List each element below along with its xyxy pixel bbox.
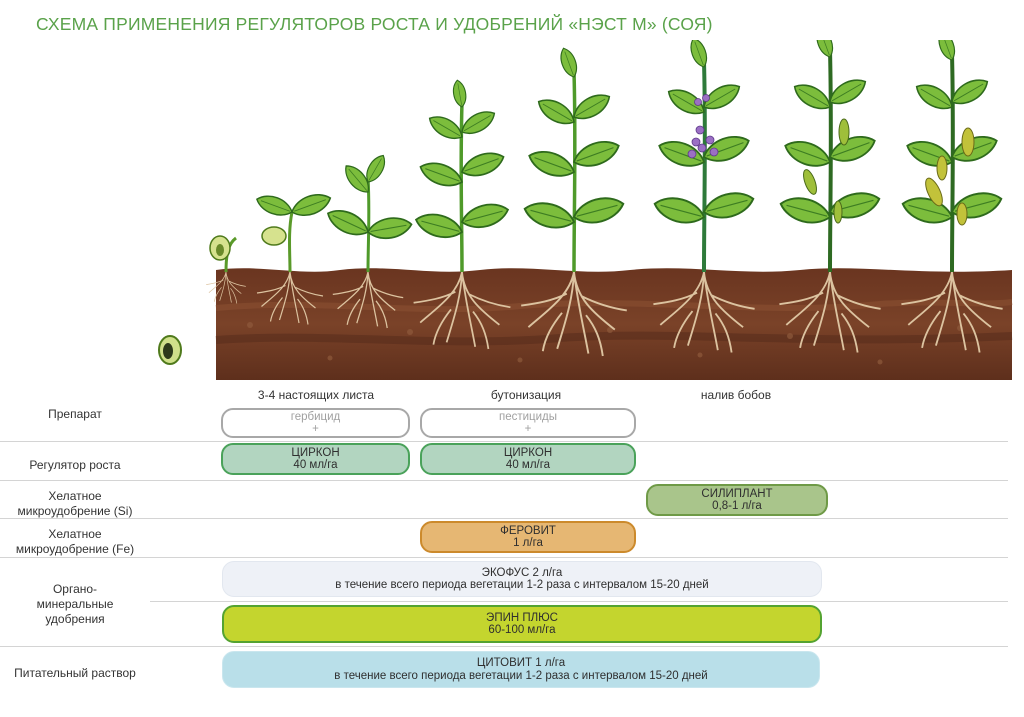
page-title: СХЕМА ПРИМЕНЕНИЯ РЕГУЛЯТОРОВ РОСТА И УДО… bbox=[36, 14, 713, 35]
citovit-schedule: в течение всего периода вегетации 1-2 ра… bbox=[334, 670, 707, 683]
herbicide-label: гербицид bbox=[291, 411, 340, 424]
ekofus-schedule: в течение всего периода вегетации 1-2 ра… bbox=[335, 579, 708, 592]
divider bbox=[0, 480, 1008, 481]
siliplant-pill: СИЛИПЛАНТ 0,8-1 л/га bbox=[646, 484, 828, 516]
siliplant-name: СИЛИПЛАНТ bbox=[701, 488, 772, 501]
ferovit-name: ФЕРОВИТ bbox=[500, 525, 556, 538]
pesticide-plus: + bbox=[525, 423, 532, 436]
herbicide-pill: гербицид + bbox=[221, 408, 410, 438]
divider bbox=[0, 441, 1008, 442]
stage-label-pod-filling: налив бобов bbox=[636, 388, 836, 402]
ekofus-pill: ЭКОФУС 2 л/га в течение всего периода ве… bbox=[222, 561, 822, 597]
zircon-name: ЦИРКОН bbox=[504, 447, 552, 460]
row-label-preparation: Препарат bbox=[0, 407, 150, 422]
ferovit-pill: ФЕРОВИТ 1 л/га bbox=[420, 521, 636, 553]
pesticide-label: пестициды bbox=[499, 411, 557, 424]
divider bbox=[0, 646, 1008, 647]
ekofus-name: ЭКОФУС 2 л/га bbox=[482, 567, 563, 580]
row-label-organo-mineral: Органо- минеральные удобрения bbox=[30, 582, 120, 627]
zircon-name: ЦИРКОН bbox=[291, 447, 339, 460]
divider bbox=[150, 601, 1008, 602]
epin-dose: 60-100 мл/га bbox=[488, 624, 555, 637]
epin-pill: ЭПИН ПЛЮС 60-100 мл/га bbox=[222, 605, 822, 643]
zircon-dose: 40 мл/га bbox=[506, 459, 550, 472]
row-label-growth-regulator: Регулятор роста bbox=[0, 458, 150, 473]
ferovit-dose: 1 л/га bbox=[513, 537, 543, 550]
row-label-chelate-si: Хелатное микроудобрение (Si) bbox=[10, 489, 140, 519]
citovit-pill: ЦИТОВИТ 1 л/га в течение всего периода в… bbox=[222, 651, 820, 688]
divider bbox=[0, 518, 1008, 519]
stage-label-budding: бутонизация bbox=[426, 388, 626, 402]
pesticide-pill: пестициды + bbox=[420, 408, 636, 438]
herbicide-plus: + bbox=[312, 423, 319, 436]
siliplant-dose: 0,8-1 л/га bbox=[712, 500, 762, 513]
zircon-pill-2: ЦИРКОН 40 мл/га bbox=[420, 443, 636, 475]
row-label-nutrient-solution: Питательный раствор bbox=[0, 666, 150, 681]
zircon-pill-1: ЦИРКОН 40 мл/га bbox=[221, 443, 410, 475]
epin-name: ЭПИН ПЛЮС bbox=[486, 612, 558, 625]
citovit-name: ЦИТОВИТ 1 л/га bbox=[477, 657, 565, 670]
divider bbox=[0, 557, 1008, 558]
growth-stages-illustration bbox=[0, 40, 1024, 385]
row-label-chelate-fe: Хелатное микроудобрение (Fe) bbox=[10, 527, 140, 557]
stage-label-leaves: 3-4 настоящих листа bbox=[216, 388, 416, 402]
zircon-dose: 40 мл/га bbox=[293, 459, 337, 472]
